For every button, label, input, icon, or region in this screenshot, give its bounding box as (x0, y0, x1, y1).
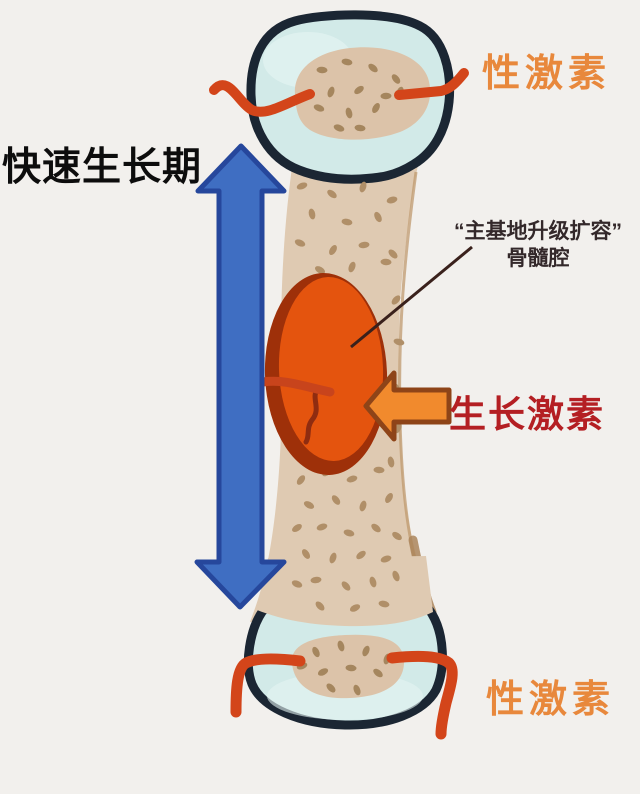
bone-speckle (356, 550, 366, 560)
bone-speckle (387, 456, 395, 468)
bone-speckle (393, 338, 405, 346)
bone-speckle (341, 58, 353, 66)
bone-speckle (380, 92, 392, 100)
bone-speckle (380, 258, 392, 266)
bone-speckle (296, 475, 306, 485)
top-left-vessel (209, 80, 315, 117)
bone-speckle (333, 124, 345, 132)
bone-speckle (314, 266, 326, 274)
bone-speckle (345, 664, 357, 672)
bone-speckle (373, 466, 385, 474)
top-sex-hormone-label: 性激素 (482, 53, 612, 95)
bone-speckle (329, 245, 337, 255)
bone-speckle (378, 600, 390, 608)
bone-speckle (391, 295, 401, 305)
bone-speckle (326, 683, 336, 693)
growth-hormone-label: 生长激素 (449, 394, 605, 435)
bone-shaft-flare (257, 556, 433, 627)
bone-speckle (354, 124, 366, 132)
bone-speckle (373, 668, 383, 678)
bone-speckle (310, 576, 322, 584)
growth-hormone-arrow-icon (363, 370, 452, 442)
marrow-cavity-caption: “主基地升级扩容” 骨髓腔 (428, 218, 640, 272)
bone-speckle (327, 86, 335, 98)
bone-speckle (337, 640, 345, 652)
bone-speckle (301, 549, 311, 559)
bone-speckle (341, 581, 351, 591)
bone-speckle (368, 63, 378, 73)
rapid-growth-double-arrow-icon (194, 143, 287, 610)
bone-speckle (331, 495, 341, 505)
bone-speckle (380, 555, 392, 563)
marrow-caption-line1: “主基地升级扩容” (454, 220, 622, 243)
marrow-branch-vessel (303, 385, 321, 445)
bone-speckle (386, 196, 398, 204)
bone-speckle (346, 475, 358, 483)
bone-speckle (353, 684, 361, 696)
bone-speckle (317, 668, 329, 676)
bottom-left-vessel (230, 653, 306, 718)
bone-speckle (349, 604, 361, 612)
bone-speckle (392, 531, 402, 541)
bone-speckle (291, 580, 303, 588)
rapid-growth-period-label: 快速生长期 (2, 146, 203, 189)
bone-speckle (385, 493, 393, 503)
bone-speckle (312, 646, 320, 658)
bone-speckle (315, 601, 325, 611)
bone-speckle (296, 182, 308, 190)
bone-speckle (313, 104, 325, 112)
bone-speckle (343, 529, 355, 537)
bone-speckle (348, 261, 356, 273)
marrow-pointer-line (350, 245, 473, 349)
bone-speckle (341, 218, 353, 226)
marrow-caption-line2: 骨髓腔 (506, 247, 570, 270)
nutrient-vessel (258, 376, 335, 397)
bone-speckle (392, 570, 400, 582)
bone-speckle (329, 552, 337, 564)
bone-speckle (374, 211, 382, 223)
bone-speckle (359, 181, 367, 193)
bone-speckle (359, 500, 367, 512)
bone-speckle (371, 523, 381, 533)
bone-speckle (292, 523, 302, 533)
marrow-cavity (264, 273, 388, 475)
bone-speckle (362, 645, 370, 657)
bone-speckle (294, 239, 306, 247)
bone-speckle (391, 74, 401, 84)
bone-speckle (316, 523, 328, 531)
bottom-sex-hormone-label: 性激素 (486, 679, 616, 721)
bone-speckle (308, 208, 316, 220)
top-right-vessel (394, 68, 469, 100)
bone-speckle (303, 501, 315, 509)
top-spongy-bone (294, 47, 431, 140)
bone-speckle (372, 102, 380, 114)
bottom-right-vessel (386, 650, 458, 740)
bone-speckle (316, 66, 328, 74)
bone-speckle (354, 85, 364, 95)
bone-speckle (327, 189, 337, 199)
bone-speckle (358, 241, 370, 249)
bone-speckle (388, 249, 398, 259)
bone-speckle (345, 107, 353, 119)
bone-speckle (369, 576, 377, 588)
